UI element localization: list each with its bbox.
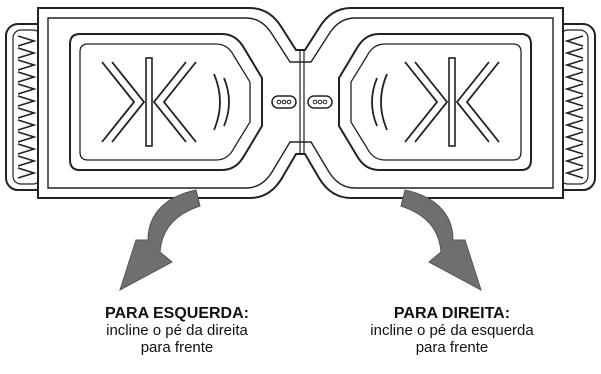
tire-tread <box>564 143 584 155</box>
tire-tread <box>17 83 37 95</box>
tire-tread <box>17 131 37 143</box>
tire-tread <box>17 71 37 83</box>
turn-right-instruction: incline o pé da esquerda <box>370 322 534 339</box>
tire-tread <box>17 167 37 179</box>
tire-tread <box>564 47 584 59</box>
tire-tread <box>564 35 584 47</box>
turn-right-caption: PARA DIREITA: incline o pé da esquerda p… <box>337 305 567 356</box>
turn-left-instruction: incline o pé da direita <box>106 322 248 339</box>
turn-left-caption: PARA ESQUERDA: incline o pé da direita p… <box>62 305 292 356</box>
tire-tread <box>564 83 584 95</box>
turn-left-instruction-end: para frente <box>140 339 214 356</box>
tire-tread <box>17 35 37 47</box>
tire-tread <box>17 59 37 71</box>
tire-tread <box>17 143 37 155</box>
led-indicator-left <box>271 95 297 109</box>
tire-tread <box>564 71 584 83</box>
turn-right-arrow <box>400 189 482 292</box>
turn-right-instruction-end: para frente <box>415 339 489 356</box>
tire-tread <box>564 59 584 71</box>
tire-tread <box>564 119 584 131</box>
tire-tread <box>564 95 584 107</box>
turn-left-title: PARA ESQUERDA: <box>104 305 249 322</box>
tire-tread <box>564 107 584 119</box>
right-foot-pad <box>338 33 532 171</box>
tire-tread <box>564 131 584 143</box>
tire-tread <box>17 107 37 119</box>
tire-tread <box>17 155 37 167</box>
tire-tread <box>17 119 37 131</box>
tire-tread <box>564 167 584 179</box>
tire-tread <box>17 47 37 59</box>
led-indicator-right <box>307 95 333 109</box>
turn-right-title: PARA DIREITA: <box>393 305 511 322</box>
turn-left-arrow <box>119 189 201 292</box>
tire-tread <box>564 155 584 167</box>
left-foot-pad <box>69 33 263 171</box>
tire-tread <box>17 95 37 107</box>
